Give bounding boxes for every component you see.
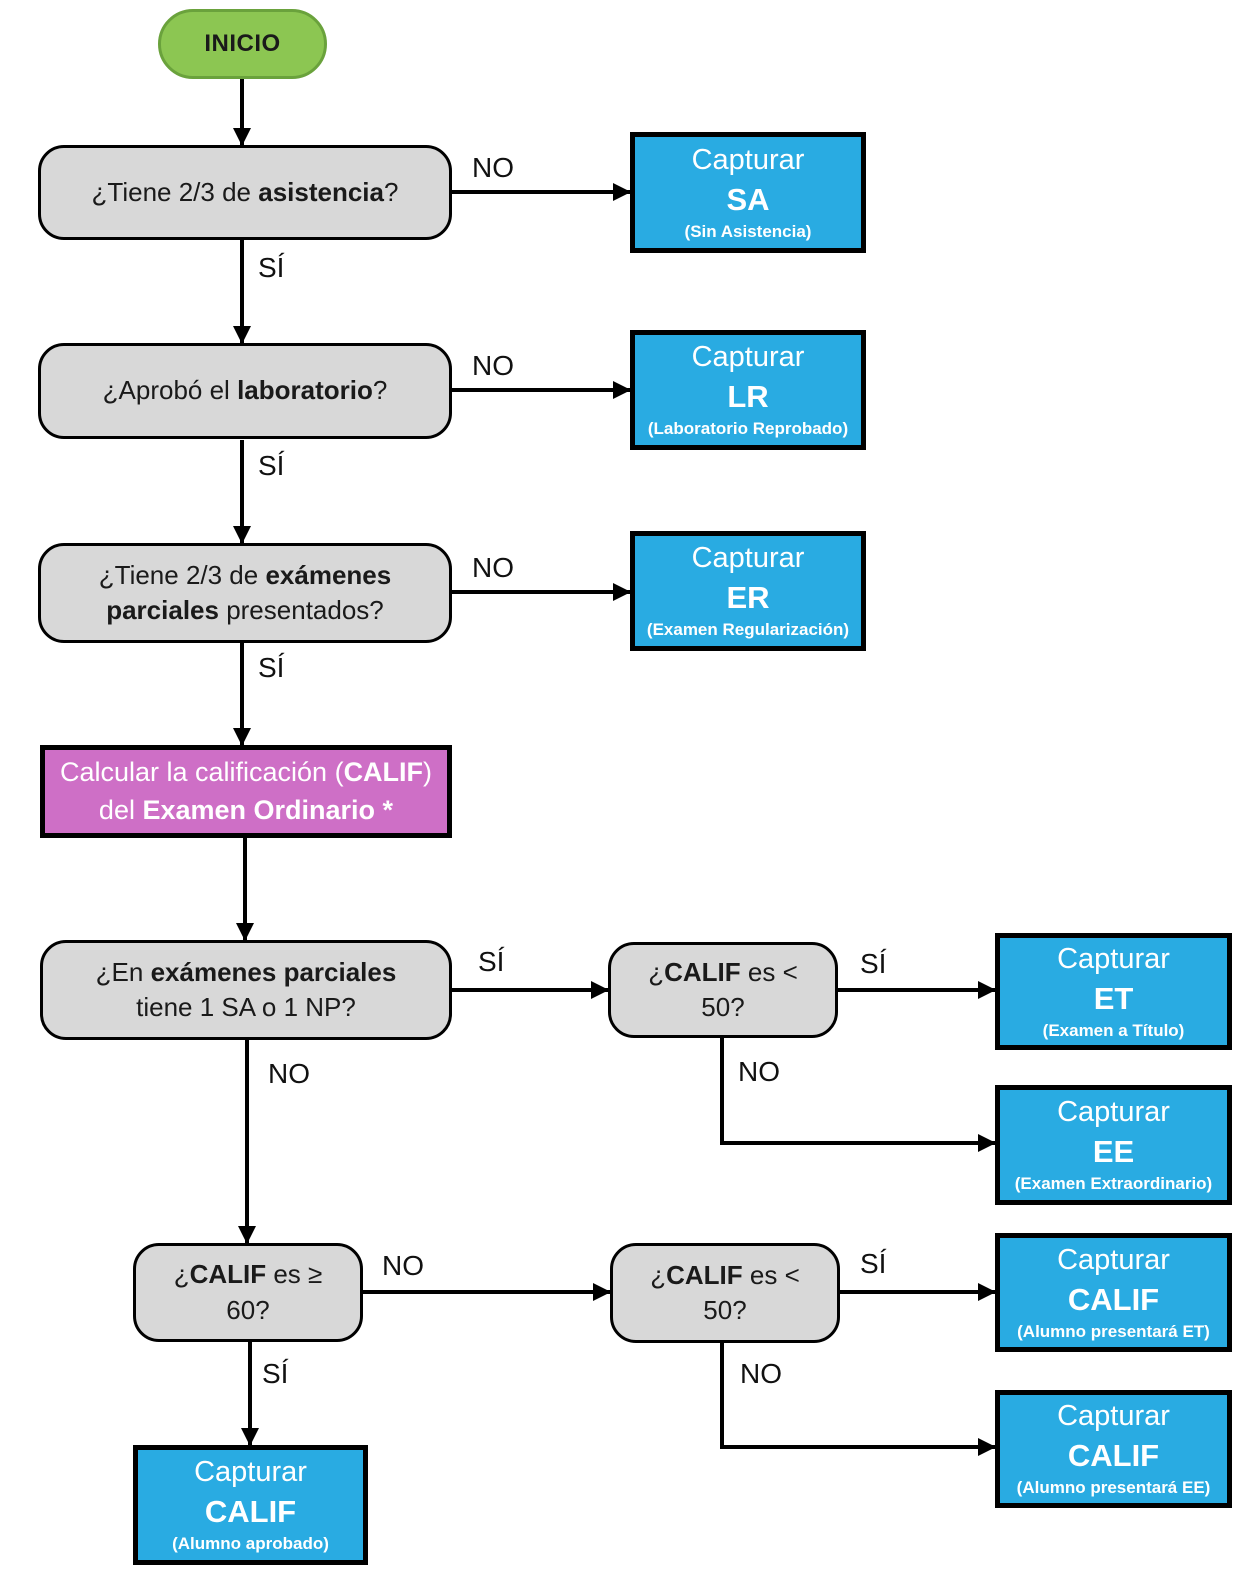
output-calif-et: Capturar CALIF (Alumno presentará ET): [995, 1233, 1232, 1352]
edge-label-yes: SÍ: [860, 1248, 887, 1279]
edge-label-no: NO: [740, 1358, 782, 1389]
output-calif-approved-action: Capturar: [194, 1456, 307, 1489]
output-lr-detail: (Laboratorio Reprobado): [647, 419, 849, 439]
output-ee-code: EE: [1092, 1134, 1135, 1170]
start-label: INICIO: [204, 30, 281, 57]
decision-sa-np: ¿En exámenes parciales tiene 1 SA o 1 NP…: [40, 940, 452, 1040]
output-calif-ee-code: CALIF: [1067, 1438, 1160, 1474]
output-ee-detail: (Examen Extraordinario): [1014, 1174, 1213, 1194]
output-et: Capturar ET (Examen a Título): [995, 933, 1232, 1050]
output-er-action: Capturar: [691, 542, 805, 575]
output-calif-approved: Capturar CALIF (Alumno aprobado): [133, 1445, 368, 1565]
decision-lab-text: ¿Aprobó el laboratorio?: [102, 375, 388, 406]
decision-attendance: ¿Tiene 2/3 de asistencia?: [38, 145, 452, 240]
process-calc-line1: Calcular la calificación (CALIF): [59, 756, 433, 787]
decision-lab: ¿Aprobó el laboratorio?: [38, 343, 452, 439]
edge-q5-ee: [720, 1038, 996, 1152]
output-et-code: ET: [1093, 980, 1134, 1016]
decision-calif-lt50-bottom: ¿CALIF es < 50?: [610, 1243, 840, 1343]
output-et-action: Capturar: [1057, 942, 1170, 975]
output-calif-approved-detail: (Alumno aprobado): [172, 1534, 329, 1554]
decision-calif-ge60-text: ¿CALIF es ≥ 60?: [173, 1259, 323, 1325]
output-calif-ee-action: Capturar: [1057, 1400, 1170, 1433]
decision-calif-lt50-bottom-text: ¿CALIF es < 50?: [650, 1259, 800, 1325]
decision-calif-lt50-top: ¿CALIF es < 50?: [608, 942, 838, 1038]
edge-label-no: NO: [472, 350, 514, 381]
edge-label-yes: SÍ: [258, 450, 285, 481]
output-sa: Capturar SA (Sin Asistencia): [630, 132, 866, 253]
edge-label-no: NO: [738, 1056, 780, 1087]
output-sa-action: Capturar: [691, 143, 805, 176]
output-et-detail: (Examen a Título): [1042, 1020, 1185, 1040]
edge-label-yes: SÍ: [478, 946, 505, 977]
output-calif-et-action: Capturar: [1057, 1243, 1170, 1276]
edge-label-yes: SÍ: [860, 948, 887, 979]
decision-calif-lt50-top-text: ¿CALIF es < 50?: [648, 956, 798, 1022]
output-calif-et-detail: (Alumno presentará ET): [1017, 1321, 1210, 1341]
output-ee-action: Capturar: [1057, 1096, 1170, 1129]
output-calif-approved-code: CALIF: [204, 1494, 297, 1530]
edge-label-yes: SÍ: [258, 252, 285, 283]
edge-label-no: NO: [382, 1250, 424, 1281]
edge-label-no: NO: [472, 152, 514, 183]
output-ee: Capturar EE (Examen Extraordinario): [995, 1085, 1232, 1205]
decision-partials-text: ¿Tiene 2/3 de exámenes parciales present…: [98, 559, 392, 625]
output-er-code: ER: [726, 580, 770, 616]
output-lr: Capturar LR (Laboratorio Reprobado): [630, 330, 866, 450]
output-calif-ee-detail: (Alumno presentará EE): [1016, 1478, 1211, 1498]
decision-attendance-text: ¿Tiene 2/3 de asistencia?: [91, 176, 399, 207]
output-calif-ee: Capturar CALIF (Alumno presentará EE): [995, 1390, 1232, 1508]
process-calc: Calcular la calificación (CALIF) del Exa…: [40, 745, 452, 838]
decision-partials: ¿Tiene 2/3 de exámenes parciales present…: [38, 543, 452, 643]
output-lr-code: LR: [727, 379, 769, 415]
process-calc-line2: del Examen Ordinario *: [98, 794, 394, 825]
edge-label-yes: SÍ: [258, 652, 285, 683]
decision-calif-ge60: ¿CALIF es ≥ 60?: [133, 1243, 363, 1342]
output-sa-detail: (Sin Asistencia): [684, 221, 812, 241]
output-er-detail: (Examen Regularización): [646, 620, 850, 640]
output-er: Capturar ER (Examen Regularización): [630, 531, 866, 651]
start-node: INICIO: [158, 9, 327, 79]
edge-label-yes: SÍ: [262, 1358, 289, 1389]
decision-sa-np-text: ¿En exámenes parciales tiene 1 SA o 1 NP…: [95, 956, 397, 1022]
output-lr-action: Capturar: [691, 341, 805, 374]
output-calif-et-code: CALIF: [1067, 1281, 1160, 1317]
edge-label-no: NO: [472, 552, 514, 583]
edge-label-no: NO: [268, 1058, 310, 1089]
output-sa-code: SA: [726, 181, 770, 217]
